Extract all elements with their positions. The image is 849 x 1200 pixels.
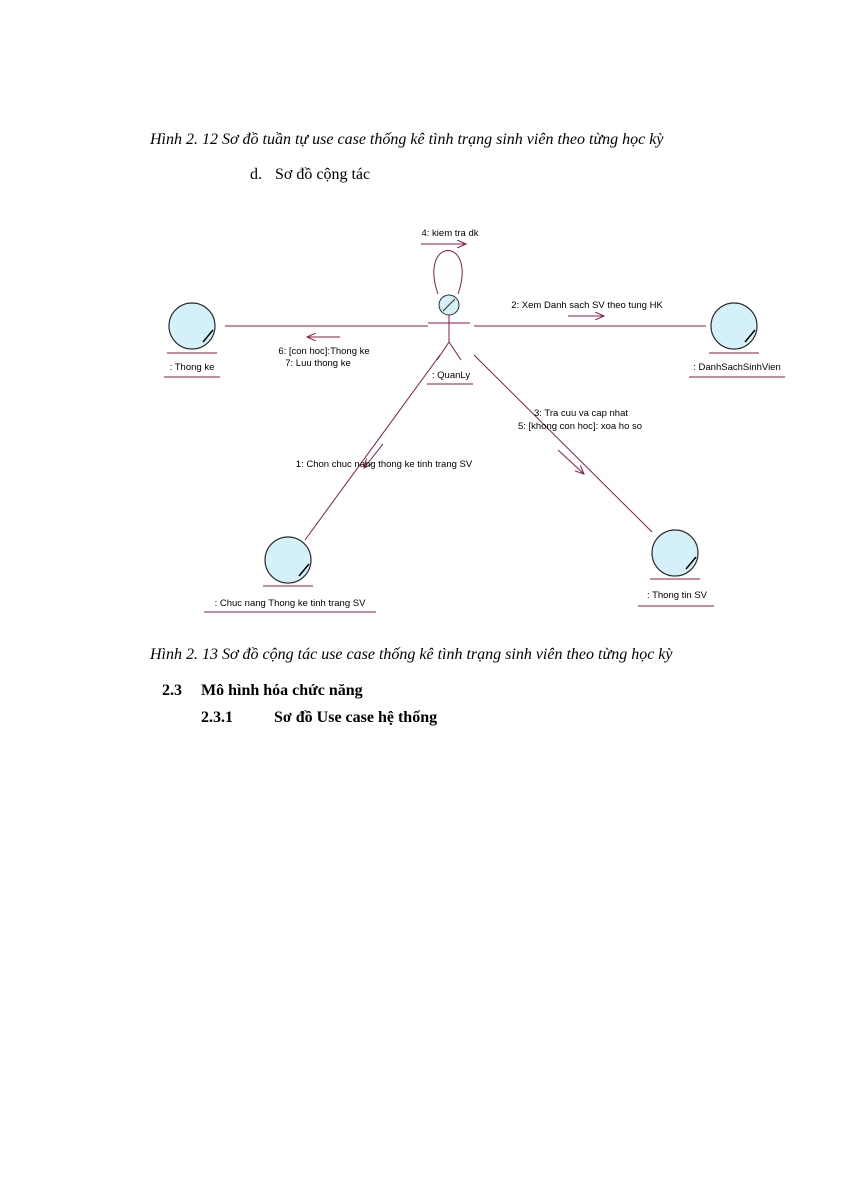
message-label-2: 2: Xem Danh sach SV theo tung HK [511,300,663,311]
subsection2-number: 2.3.1 [201,709,233,726]
message-label-5: 5: [khong con hoc]: xoa ho so [518,421,642,432]
links [225,250,706,541]
arrow-m1 [364,443,384,468]
message-label-1: 1: Chon chuc nang thong ke tinh trang SV [296,459,473,470]
link-actor-chuc-nang [304,354,441,541]
object-danh-sach-sinh-vien[interactable]: : DanhSachSinhVien [689,302,785,378]
figure-caption-2-12: Hình 2. 12 Sơ đồ tuần tự use case thống … [150,131,664,148]
message-labels: 4: kiem tra dk 2: Xem Danh sach SV theo … [278,228,663,470]
object-label-chuc-nang: : Chuc nang Thong ke tinh trang SV [215,598,367,609]
object-label-thong-tin: : Thong tin SV [647,590,708,601]
message-arrows [307,244,604,474]
actor-leg-left [436,341,450,361]
section-number: 2.3 [162,682,182,699]
section-title: Mô hình hóa chức năng [201,682,363,699]
subsection2-title: Sơ đồ Use case hệ thống [274,709,438,726]
entity-icon [264,536,312,584]
entity-icon [168,302,216,350]
message-label-7: 7: Luu thong ke [285,358,351,369]
message-label-6: 6: [con hoc]:Thong ke [278,346,369,357]
message-label-3: 3: Tra cuu va cap nhat [534,408,628,419]
object-thong-ke[interactable]: : Thong ke [164,302,220,378]
subsection-title: Sơ đồ cộng tác [275,166,371,183]
object-label-danh-sach: : DanhSachSinhVien [693,362,781,373]
message-label-4: 4: kiem tra dk [421,228,478,239]
subsection-marker: d. [250,166,262,183]
object-chuc-nang[interactable]: : Chuc nang Thong ke tinh trang SV [204,536,376,613]
link-actor-thong-tin [473,354,653,533]
self-link-loop [433,250,463,295]
entity-icon [710,302,758,350]
arrow-m3 [557,449,584,474]
collaboration-diagram: : QuanLy : Thong ke : DanhSachSinhVien :… [164,228,785,613]
figure-caption-2-13: Hình 2. 13 Sơ đồ cộng tác use case thống… [150,646,673,663]
object-label-thong-ke: : Thong ke [170,362,215,373]
object-thong-tin-sv[interactable]: : Thong tin SV [638,529,714,607]
actor-leg-right [448,341,462,361]
actor-quanly[interactable]: : QuanLy [427,294,473,385]
actor-label: : QuanLy [432,370,470,381]
entity-icon [651,529,699,577]
